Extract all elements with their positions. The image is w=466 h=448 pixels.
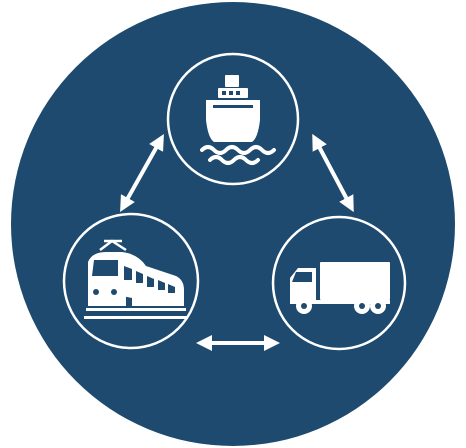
train-icon: [84, 239, 188, 319]
background-disc: [11, 2, 455, 446]
train-ring: [62, 212, 200, 350]
truck-node: [271, 215, 407, 351]
ship-ring: [166, 52, 300, 186]
ship-icon: [200, 75, 276, 165]
double-arrow-icon: [312, 133, 354, 213]
ship-node: [166, 52, 300, 186]
double-arrow-icon: [120, 134, 164, 212]
truck-icon: [290, 262, 390, 314]
train-node: [62, 212, 200, 350]
truck-ring: [271, 215, 407, 351]
